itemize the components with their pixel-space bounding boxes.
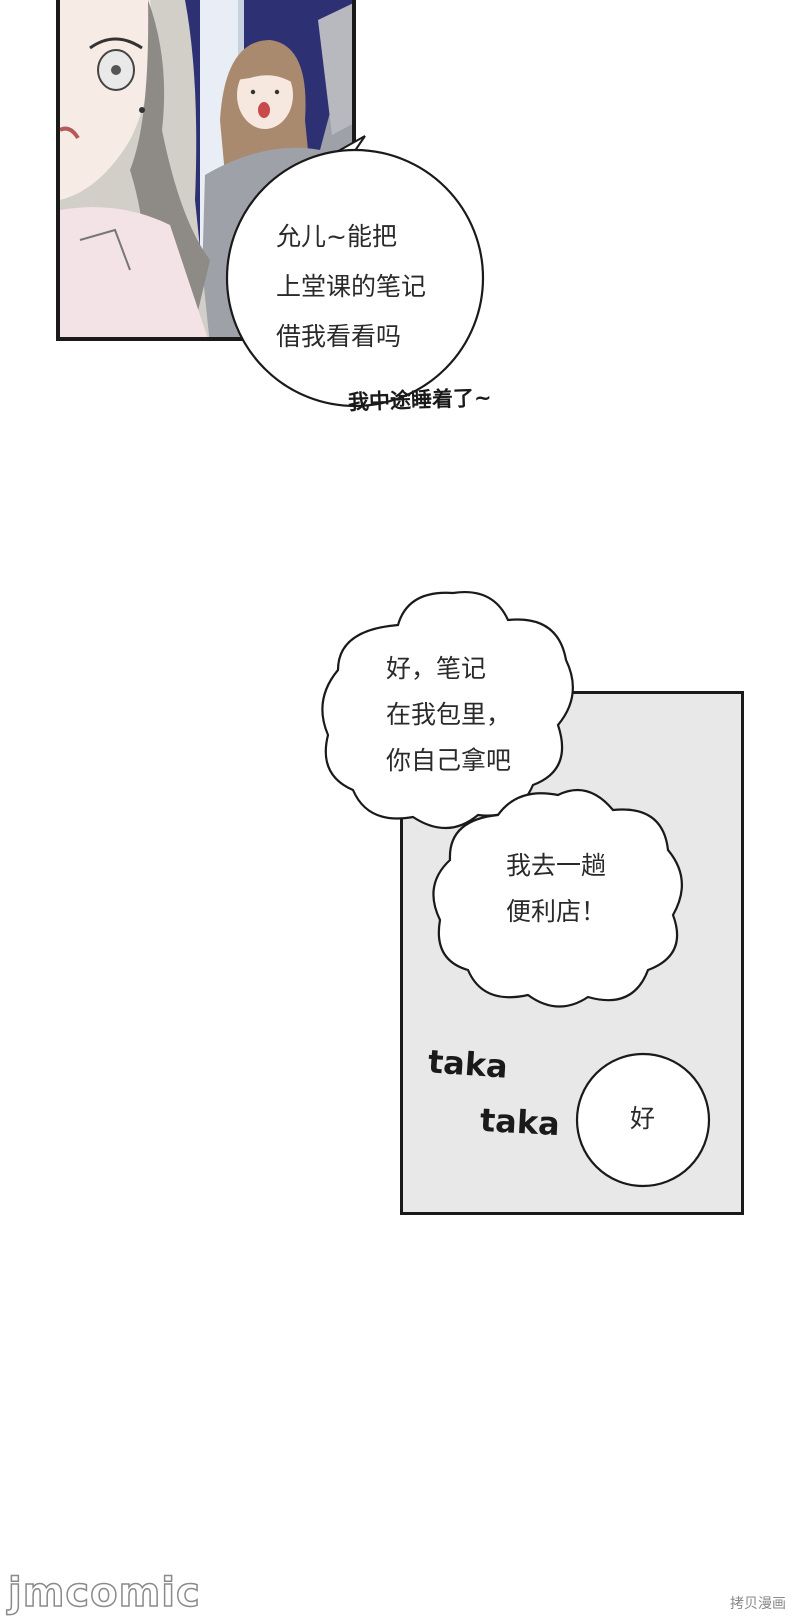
cloud2-line-2: 便利店！	[506, 897, 607, 926]
thought-cloud-bubble-2	[432, 788, 683, 1008]
speech-line-1: 允儿~能把	[276, 222, 397, 251]
cloud2-line-1: 我去一趟	[506, 851, 607, 880]
cloud1-line-2: 在我包里，	[386, 700, 512, 729]
top-comic-panel	[56, 0, 356, 341]
watermark-logo: jmcomic	[7, 1569, 201, 1617]
cloud1-line-3: 你自己拿吧	[386, 746, 512, 775]
speech-line-2: 上堂课的笔记	[276, 272, 427, 301]
speech-line-3: 借我看看吗	[276, 322, 402, 351]
reply-text: 好	[630, 1104, 656, 1133]
watermark-corner: 拷贝漫画	[730, 1596, 786, 1612]
handwritten-aside: 我中途睡着了~	[347, 385, 493, 415]
cloud1-line-1: 好，笔记	[386, 654, 487, 683]
reply-bubble-round	[575, 1052, 711, 1188]
speech-bubble-round	[225, 135, 485, 408]
sfx-taka-2: taka	[479, 1100, 561, 1144]
sfx-taka-1: taka	[426, 1042, 509, 1086]
panel-illustration	[60, 0, 352, 337]
